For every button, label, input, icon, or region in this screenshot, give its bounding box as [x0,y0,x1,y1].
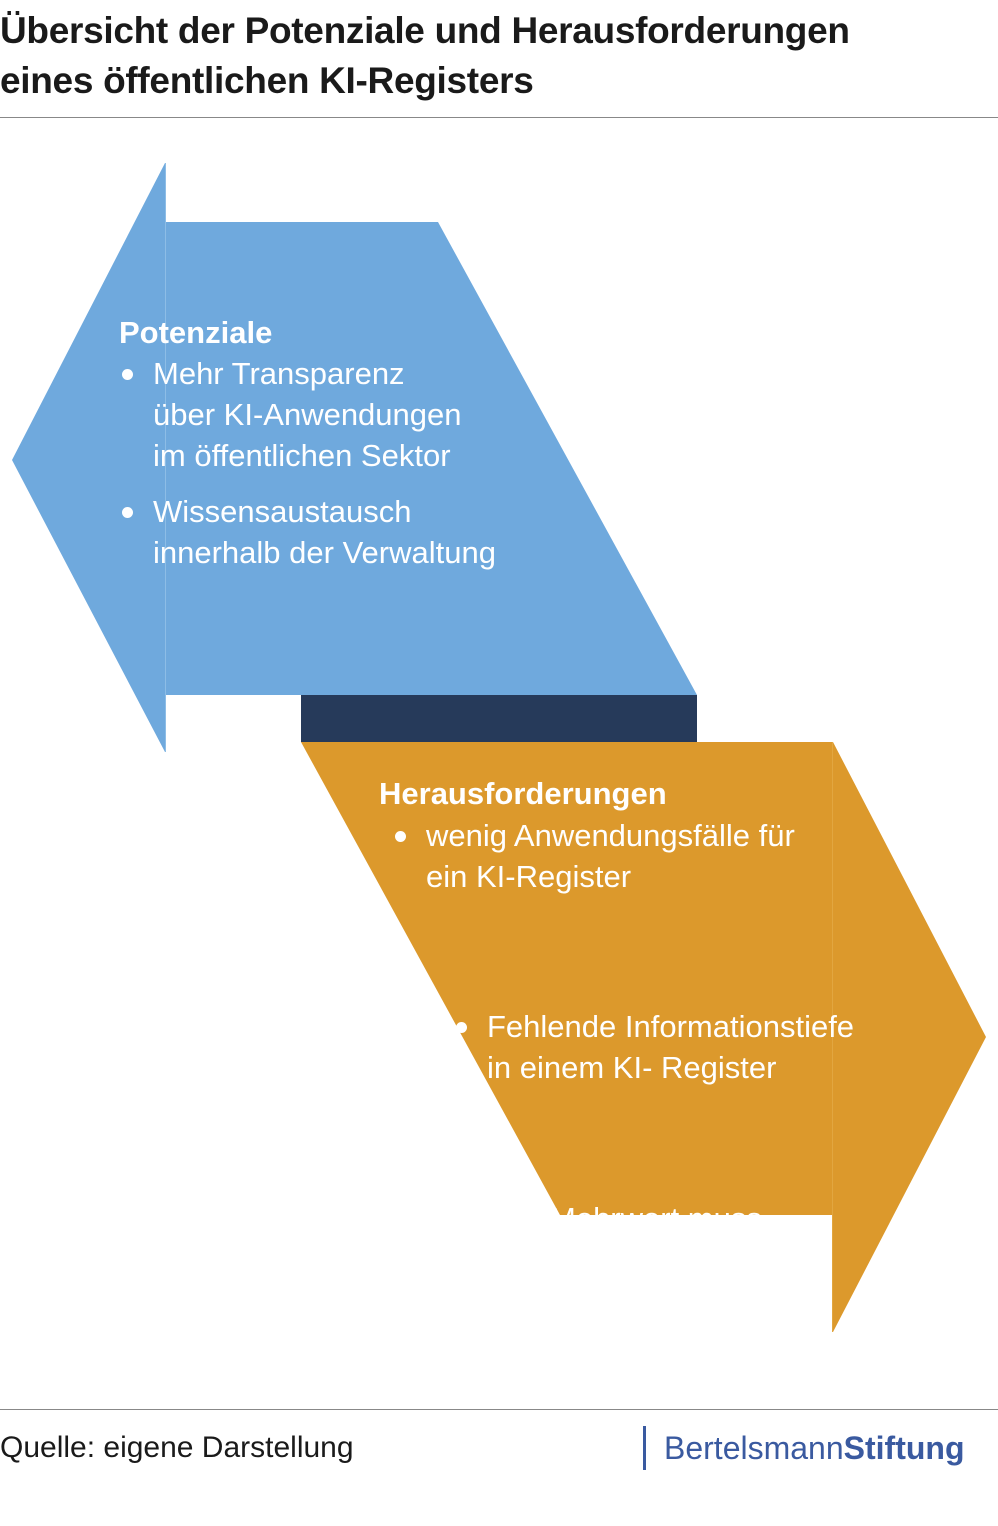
text-line: im öffentlichen Sektor [153,438,451,473]
diagram-shapes [12,163,986,1332]
connector-bar [301,695,697,742]
potenziale-item: Mehr Transparenz über KI-Anwendungen im … [119,353,496,476]
potenziale-box: Potenziale Mehr Transparenz über KI-Anwe… [119,312,496,573]
text-line: rechtfertigen [550,1283,723,1318]
logo-regular: Bertelsmann [664,1430,844,1466]
herausforderungen-heading: Herausforderungen [379,776,667,811]
herausforderungen-item: wenig Anwendungsfälle für ein KI-Registe… [392,815,998,897]
text-line: über KI-Anwendungen [153,397,462,432]
potenziale-arrow [12,163,697,752]
title-line-2: eines öffentlichen KI-Registers [0,60,534,101]
text-line: Fehlende Informationstiefe [487,1009,855,1044]
logo-bold: Stiftung [843,1430,965,1466]
text-line: ein KI-Register [426,859,632,894]
source-note: Quelle: eigene Darstellung [0,1431,354,1464]
text-line: in einem KI- Register [487,1050,777,1085]
text-line: innerhalb der Verwaltung [153,535,496,570]
page-title: Übersicht der Potenziale und Herausforde… [0,6,850,106]
footer-divider [0,1409,998,1410]
header-divider [0,117,998,118]
text-line: Mehrwert muss [550,1201,762,1236]
potenziale-heading: Potenziale [119,315,273,350]
title-line-1: Übersicht der Potenziale und Herausforde… [0,10,850,51]
text-line: Wissensaustausch [153,494,412,529]
text-line: Ressourcenaufwand [550,1242,833,1277]
bertelsmann-stiftung-logo: BertelsmannStiftung [643,1426,964,1470]
herausforderungen-arrow [301,742,986,1332]
text-line: Mehr Transparenz [153,356,405,391]
herausforderungen-item: Fehlende Informationstiefe in einem KI- … [453,1006,998,1088]
potenziale-item: Wissensaustausch innerhalb der Verwaltun… [119,491,496,573]
herausforderungen-item: Mehrwert muss Ressourcenaufwand rechtfer… [516,1198,998,1321]
text-line: wenig Anwendungsfälle für [426,818,795,853]
